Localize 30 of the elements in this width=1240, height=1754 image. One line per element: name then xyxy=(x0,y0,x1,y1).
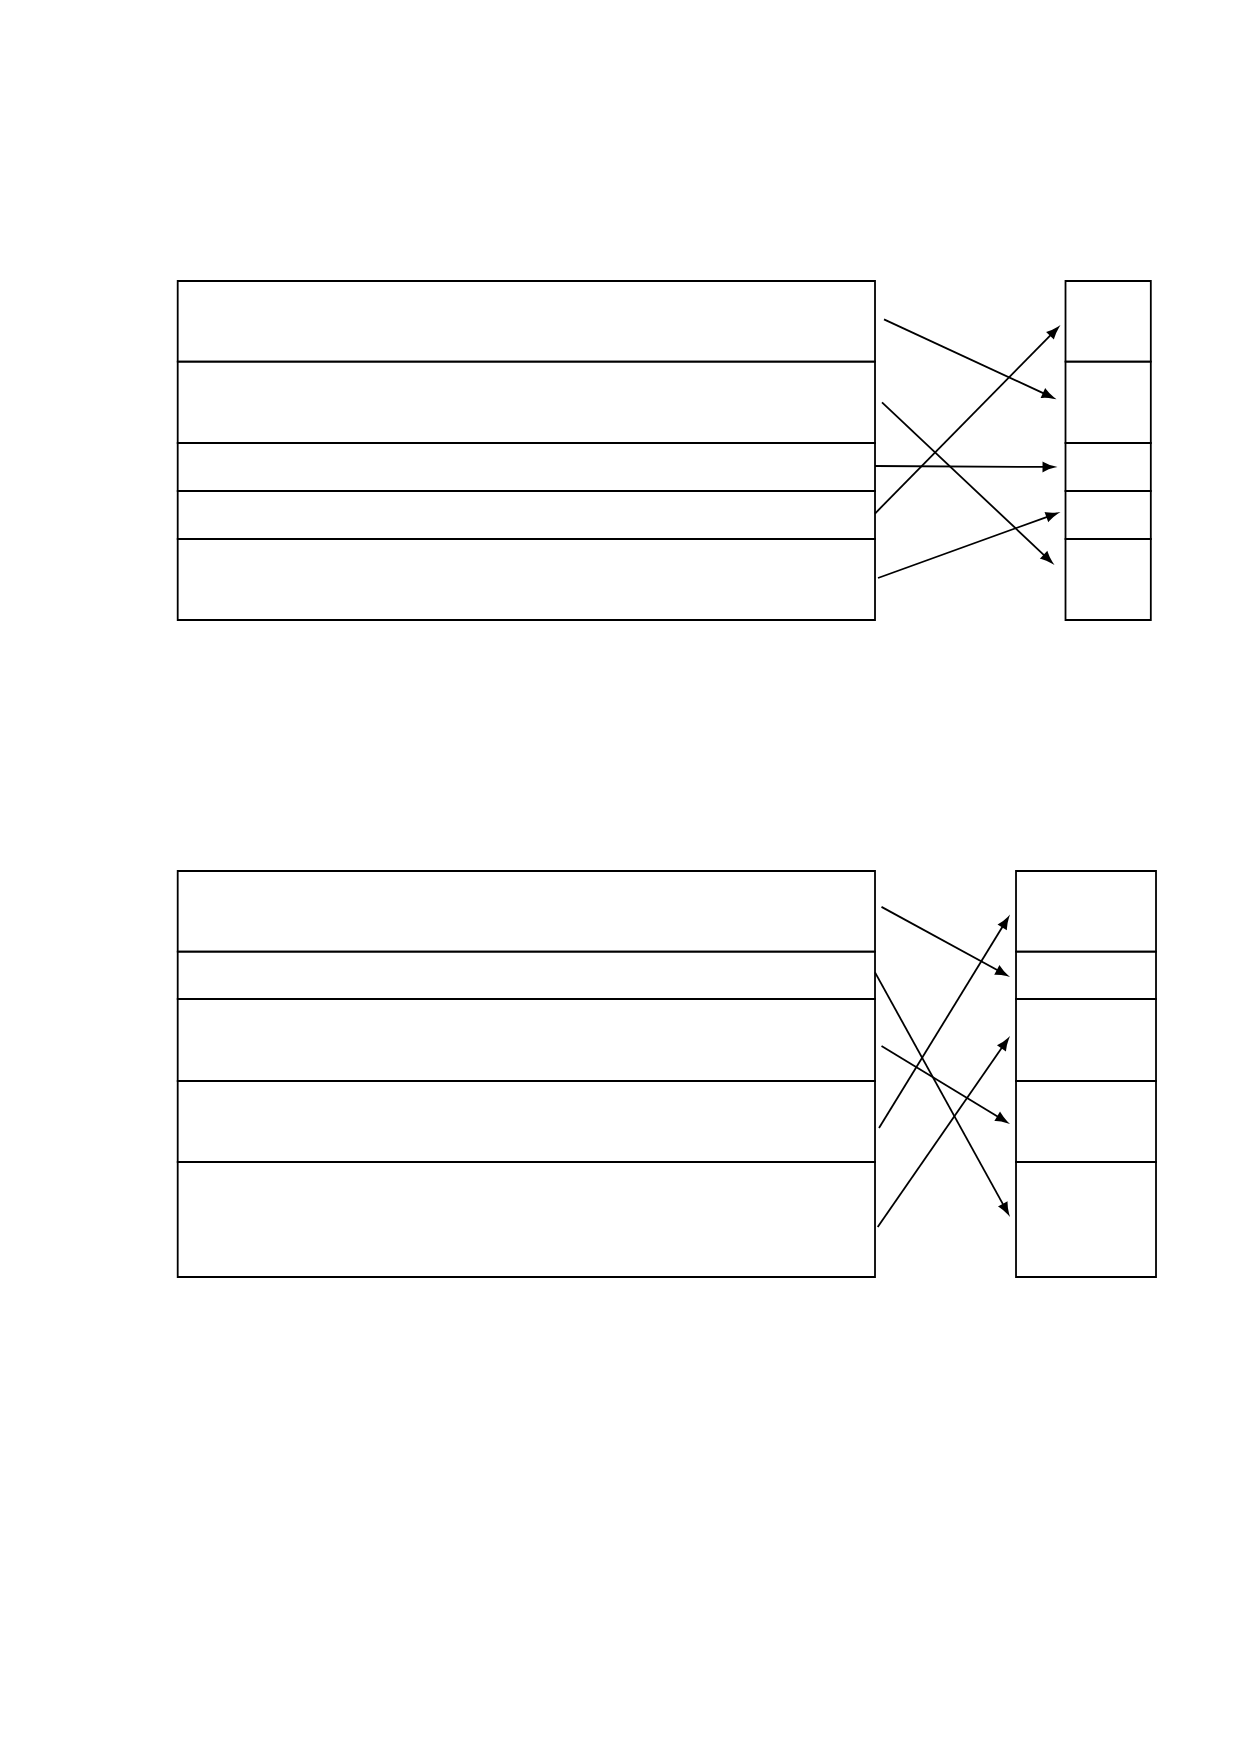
arrow xyxy=(881,401,1053,564)
arrow xyxy=(874,462,1055,472)
empty-box xyxy=(1015,998,1157,1082)
empty-box xyxy=(176,950,876,1000)
empty-box xyxy=(1015,950,1157,1000)
empty-box xyxy=(176,442,876,492)
empty-box xyxy=(176,870,876,953)
arrow xyxy=(877,512,1058,579)
empty-box xyxy=(1064,538,1152,621)
empty-box xyxy=(1064,360,1152,444)
arrow xyxy=(878,916,1009,1129)
arrow xyxy=(883,318,1054,399)
empty-box xyxy=(176,538,876,621)
empty-box xyxy=(1064,280,1152,363)
empty-box xyxy=(176,280,876,363)
empty-box xyxy=(1064,442,1152,492)
empty-box xyxy=(1015,870,1157,953)
arrow xyxy=(876,1038,1009,1228)
arrow xyxy=(880,905,1008,977)
empty-box xyxy=(176,360,876,444)
empty-box xyxy=(176,1080,876,1163)
empty-box xyxy=(1015,1161,1157,1278)
arrow xyxy=(880,1045,1008,1123)
empty-box xyxy=(1064,490,1152,540)
arrow xyxy=(874,326,1059,515)
empty-box xyxy=(176,490,876,540)
empty-box xyxy=(1015,1080,1157,1163)
empty-box xyxy=(176,998,876,1082)
empty-box xyxy=(176,1161,876,1278)
arrow xyxy=(874,971,1010,1215)
